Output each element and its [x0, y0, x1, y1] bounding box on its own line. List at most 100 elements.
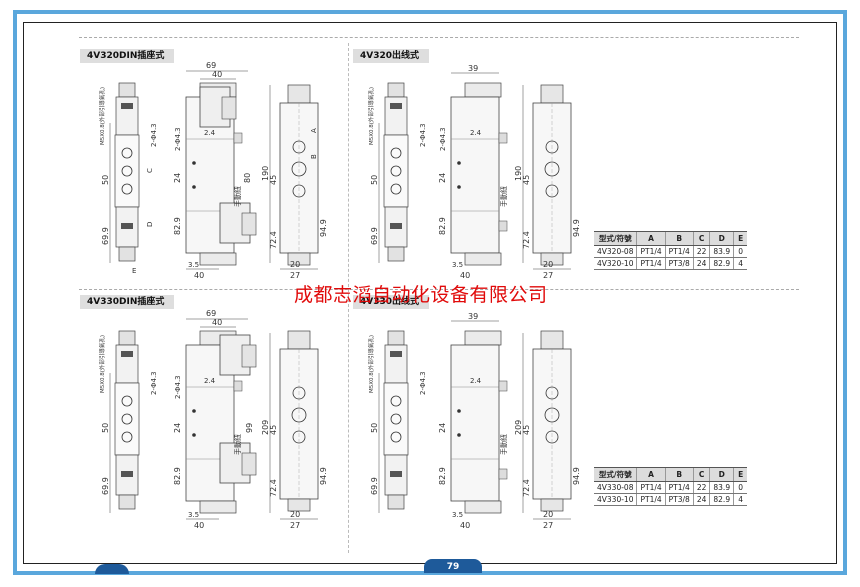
col-header: E — [733, 231, 748, 246]
table-cell: 24 — [692, 257, 710, 270]
table-cell: PT1/4 — [664, 245, 694, 258]
dim-39: 39 — [468, 64, 478, 73]
col-header: A — [636, 231, 666, 246]
table-cell: 22 — [692, 481, 710, 494]
dim-45-b: 45 — [269, 425, 278, 435]
table-cell: PT3/8 — [664, 493, 694, 506]
dim-40-bottom: 40 — [194, 271, 204, 280]
col-header: E — [733, 467, 748, 482]
dim-hole-front-b: 2-Φ4.3 — [174, 375, 182, 399]
col-header: D — [709, 467, 734, 482]
dim-hole-r: 2-Φ4.3 — [419, 123, 427, 147]
dim-50: 50 — [101, 175, 110, 185]
dim-724-r: 72.4 — [522, 231, 531, 249]
table-row: 4V330-10 PT1/4 PT3/8 24 82.9 4 — [594, 493, 748, 506]
table-cell: PT1/4 — [636, 257, 666, 270]
col-header: C — [692, 467, 710, 482]
table-cell: PT1/4 — [636, 245, 666, 258]
table-cell: 83.9 — [709, 245, 734, 258]
thread-label-rb: M5X0.8(外部引導氣孔) — [367, 335, 375, 393]
dim-50-r: 50 — [370, 175, 379, 185]
section-title-4v320-din: 4V320DIN插座式 — [80, 49, 174, 63]
table-cell: 0 — [733, 481, 748, 494]
dim-hole: 2-Φ4.3 — [150, 123, 158, 147]
dim-27: 27 — [290, 271, 300, 280]
dim-40-bb: 40 — [194, 521, 204, 530]
col-header: 型式/符號 — [594, 231, 637, 246]
dim-35: 3.5 — [188, 261, 199, 269]
table-cell: 4V330-08 — [594, 481, 637, 494]
col-header: A — [636, 467, 666, 482]
table-row: 4V320-10 PT1/4 PT3/8 24 82.9 4 — [594, 257, 748, 270]
col-header: B — [664, 231, 694, 246]
left-page-tab — [95, 564, 129, 574]
dim-24b-rb: 2.4 — [470, 377, 482, 385]
dim-699: 69.9 — [101, 227, 110, 245]
dim-724-rb: 72.4 — [522, 479, 531, 497]
dim-190-r: 190 — [514, 166, 523, 181]
table-cell: 83.9 — [709, 481, 734, 494]
manual-button-label-rb: 手動鈕 — [499, 434, 508, 455]
table-cell: 0 — [733, 245, 748, 258]
dim-24: 24 — [173, 173, 182, 183]
dim-829: 82.9 — [173, 217, 182, 235]
table-cell: 4V330-10 — [594, 493, 637, 506]
dim-699-r: 69.9 — [370, 227, 379, 245]
dim-50-b: 50 — [101, 423, 110, 433]
spec-table-4v320: 型式/符號 A B C D E 4V320-08 PT1/4 PT1/4 22 … — [594, 231, 748, 270]
page-number-tab: 79 — [424, 559, 482, 573]
table-cell: 82.9 — [709, 493, 734, 506]
dim-40-r: 40 — [460, 271, 470, 280]
spec-table-4v330: 型式/符號 A B C D E 4V330-08 PT1/4 PT1/4 22 … — [594, 467, 748, 506]
table-cell: 4 — [733, 257, 748, 270]
dim-35-r: 3.5 — [452, 261, 463, 269]
thread-label-b: M5X0.8(外部引導氣孔) — [98, 335, 106, 393]
dim-hole-rb: 2-Φ4.3 — [419, 371, 427, 395]
dim-949-rb: 94.9 — [572, 467, 581, 485]
dim-949-b: 94.9 — [319, 467, 328, 485]
dim-45: 45 — [269, 175, 278, 185]
port-b: B — [310, 154, 318, 159]
table-cell: 22 — [692, 245, 710, 258]
center-divider — [348, 43, 349, 553]
section-title-4v330-din: 4V330DIN插座式 — [80, 295, 174, 309]
section-title-4v330-wire: 4V330出线式 — [353, 295, 429, 309]
dim-949: 94.9 — [319, 219, 328, 237]
dim-829-b: 82.9 — [173, 467, 182, 485]
dim-20: 20 — [290, 260, 300, 269]
table-header-row: 型式/符號 A B C D E — [594, 467, 748, 482]
table-cell: 4V320-08 — [594, 245, 637, 258]
dim-99: 99 — [245, 423, 254, 433]
dim-24-b: 24 — [173, 423, 182, 433]
dim-40-rb: 40 — [460, 521, 470, 530]
dim-24-rb: 24 — [438, 423, 447, 433]
dim-209-r: 209 — [514, 420, 523, 435]
col-header: D — [709, 231, 734, 246]
dim-20-r: 20 — [543, 260, 553, 269]
manual-button-label-r: 手動鈕 — [499, 186, 508, 207]
table-cell: 24 — [692, 493, 710, 506]
catalog-page: 4V320DIN插座式 4V320出线式 4V330DIN插座式 4V330出线… — [23, 22, 837, 574]
dim-40: 40 — [212, 70, 222, 79]
dim-hole-b: 2-Φ4.3 — [150, 371, 158, 395]
dim-724: 72.4 — [269, 231, 278, 249]
dim-24b: 2.4 — [204, 129, 216, 137]
page-frame: 4V320DIN插座式 4V320出线式 4V330DIN插座式 4V330出线… — [13, 10, 847, 575]
dim-24b-b: 2.4 — [204, 377, 216, 385]
table-header-row: 型式/符號 A B C D E — [594, 231, 748, 246]
dim-50-rb: 50 — [370, 423, 379, 433]
thread-label: M5X0.8(外部引導氣孔) — [98, 87, 106, 145]
dim-209: 209 — [261, 420, 270, 435]
table-cell: 82.9 — [709, 257, 734, 270]
manual-button-label-b: 手動鈕 — [233, 434, 242, 455]
dim-80: 80 — [243, 173, 252, 183]
technical-drawings: 69 40 40 3.5 20 27 190 45 72.4 94.9 24 8… — [98, 61, 581, 530]
dim-hole-front-r: 2-Φ4.3 — [439, 127, 447, 151]
dim-69-b: 69 — [206, 309, 216, 318]
middle-divider — [79, 289, 799, 290]
dim-699-b: 69.9 — [101, 477, 110, 495]
dim-949-r: 94.9 — [572, 219, 581, 237]
dim-27-b: 27 — [290, 521, 300, 530]
dim-45-rb: 45 — [522, 425, 531, 435]
port-e: E — [132, 267, 136, 275]
